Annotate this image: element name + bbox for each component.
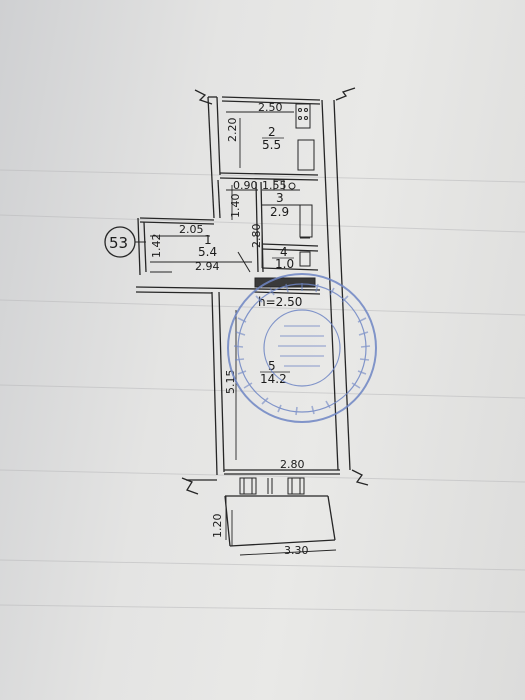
svg-text:2: 2 bbox=[268, 125, 276, 139]
official-stamp bbox=[227, 273, 377, 423]
dim-hall-side: 1.42 bbox=[150, 234, 163, 259]
room-2-label: 2 5.5 bbox=[262, 125, 284, 152]
dim-hall-bottom: 2.94 bbox=[195, 260, 220, 273]
openings bbox=[150, 103, 316, 495]
room-3-label: 3 2.9 bbox=[270, 191, 289, 219]
dim-corridor-side: 1.40 bbox=[229, 194, 242, 219]
dim-bath-width: 1.55 bbox=[262, 179, 287, 192]
dim-kitchen-width: 2.50 bbox=[258, 101, 283, 114]
svg-text:53: 53 bbox=[109, 234, 128, 252]
apartment-number-badge: 53 bbox=[104, 226, 146, 258]
dim-corridor-top: 0.90 bbox=[233, 179, 258, 192]
svg-text:14.2: 14.2 bbox=[260, 372, 287, 386]
dim-kitchen-depth: 2.20 bbox=[226, 118, 239, 143]
dim-hall-top: 2.05 bbox=[179, 223, 204, 236]
room-1-label: 1 5.4 bbox=[198, 233, 217, 259]
dim-balcony-width: 3.30 bbox=[284, 544, 309, 557]
room-5-label: 5 14.2 bbox=[260, 359, 290, 386]
dimension-lines bbox=[150, 111, 337, 556]
background-table-lines bbox=[0, 169, 525, 613]
dim-balcony-depth: 1.20 bbox=[211, 514, 224, 539]
ceiling-height: h=2.50 bbox=[258, 295, 302, 309]
svg-text:3: 3 bbox=[276, 191, 284, 205]
svg-text:2.9: 2.9 bbox=[270, 205, 289, 219]
svg-text:5.4: 5.4 bbox=[198, 245, 217, 259]
dim-room-width: 2.80 bbox=[280, 458, 305, 471]
svg-text:1.0: 1.0 bbox=[275, 257, 294, 271]
svg-text:5: 5 bbox=[268, 359, 276, 373]
svg-text:4: 4 bbox=[280, 245, 288, 259]
dim-hall-depth: 2.80 bbox=[250, 224, 263, 249]
svg-text:1: 1 bbox=[204, 233, 212, 247]
room-4-label: 4 1.0 bbox=[272, 245, 294, 271]
svg-text:5.5: 5.5 bbox=[262, 138, 281, 152]
